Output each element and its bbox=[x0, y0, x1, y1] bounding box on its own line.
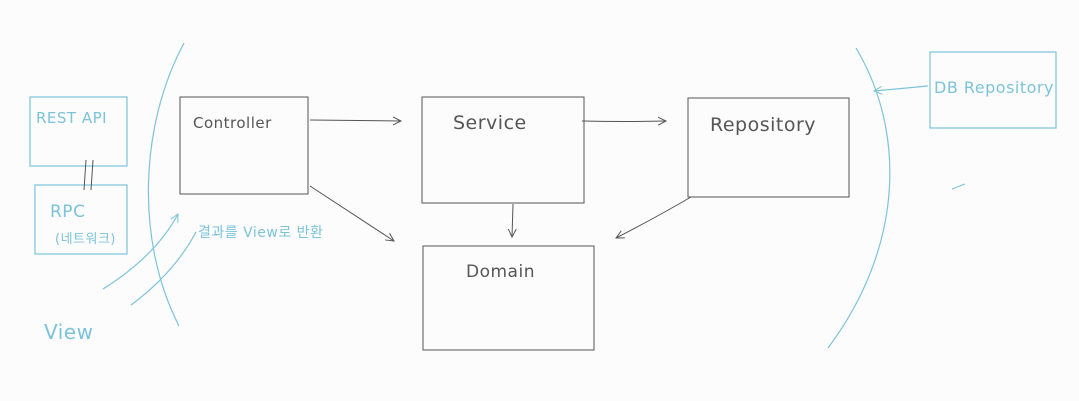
stray-mark bbox=[951, 183, 966, 190]
db-repository-arrow bbox=[874, 85, 929, 91]
service-box bbox=[421, 96, 585, 204]
arrow-controller-domain bbox=[309, 185, 394, 241]
controller-label: Controller bbox=[193, 114, 272, 132]
arc-caption-label: 결과를 View로 반환 bbox=[198, 225, 324, 241]
domain-label: Domain bbox=[466, 262, 535, 282]
arrow-controller-service bbox=[309, 120, 401, 121]
rpc-note-label: (네트워크) bbox=[55, 232, 116, 247]
arrow-service-domain bbox=[512, 203, 513, 237]
arrow-service-repository bbox=[581, 121, 666, 122]
service-label: Service bbox=[453, 112, 527, 134]
repository-label: Repository bbox=[710, 114, 817, 136]
db-repository-box bbox=[929, 51, 1057, 129]
view-return-arrow bbox=[102, 214, 179, 290]
repository-box bbox=[687, 97, 850, 198]
separator-line-right bbox=[90, 159, 94, 191]
controller-box bbox=[179, 96, 309, 195]
arrow-repository-domain bbox=[616, 196, 692, 238]
domain-box bbox=[422, 245, 595, 351]
view-request-arrow bbox=[130, 231, 197, 306]
separator-line-left bbox=[83, 159, 87, 191]
rest-api-box bbox=[29, 96, 128, 167]
rpc-label: RPC bbox=[50, 202, 86, 222]
db-repository-label: DB Repository bbox=[934, 78, 1054, 97]
view-label: View bbox=[44, 320, 94, 344]
left-boundary-arc bbox=[147, 42, 185, 327]
right-boundary-arc bbox=[827, 47, 891, 349]
rest-api-label: REST API bbox=[36, 109, 108, 127]
rpc-box bbox=[34, 184, 128, 255]
